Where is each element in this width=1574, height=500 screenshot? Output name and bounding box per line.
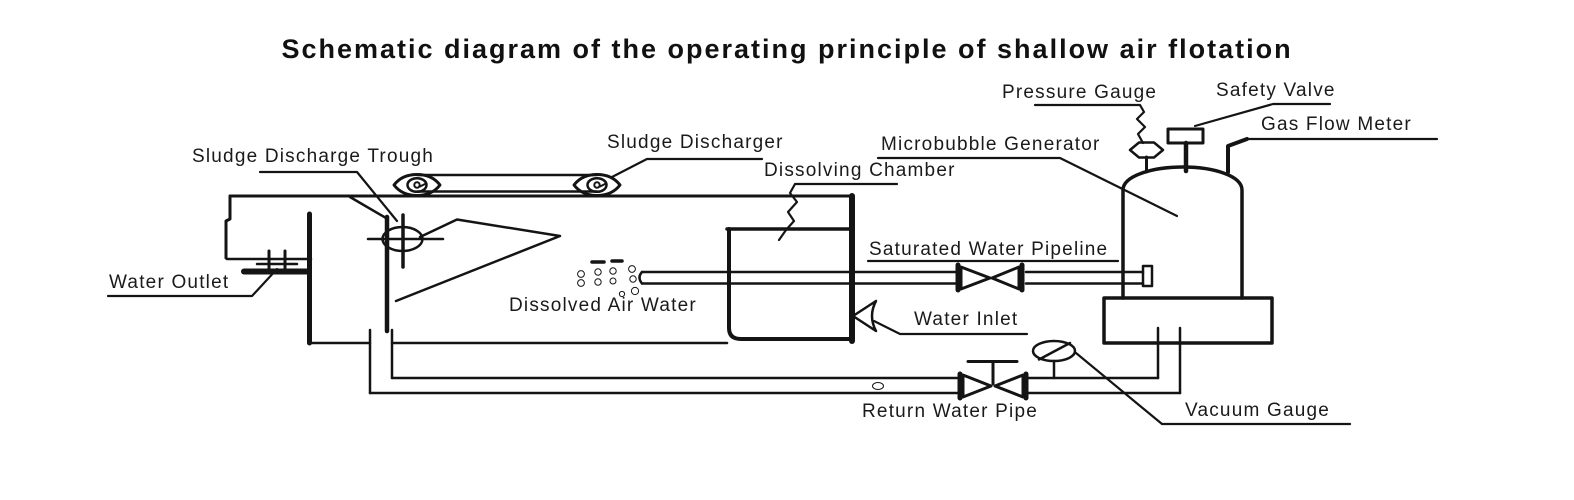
leader-sludge-discharger (610, 157, 764, 179)
label-water-inlet: Water Inlet (914, 309, 1019, 330)
label-water-outlet: Water Outlet (109, 272, 230, 293)
sludge-trough-symbol (348, 195, 445, 334)
leader-water-inlet (872, 319, 1029, 336)
dissolved-air-bubbles (577, 259, 640, 298)
label-microbubble-generator: Microbubble Generator (881, 134, 1101, 155)
safety-valve-icon (1166, 127, 1205, 174)
microbubble-generator-vessel (1102, 165, 1274, 345)
leader-safety-valve (1193, 102, 1332, 128)
leader-water-outlet (106, 267, 279, 298)
gas-flow-meter-pipe (1226, 137, 1249, 174)
water-outlet-weir (241, 249, 310, 275)
label-sludge-discharger: Sludge Discharger (607, 132, 784, 153)
leader-lines (106, 102, 1439, 426)
leader-pressure-gauge (1033, 103, 1147, 145)
label-dissolved-air-water: Dissolved Air Water (509, 295, 697, 316)
saturated-water-valve (955, 262, 1025, 293)
flotation-tank-outline (224, 194, 855, 346)
return-water-pipe-lines (368, 326, 1182, 395)
label-gas-flow-meter: Gas Flow Meter (1261, 114, 1412, 135)
label-saturated-water-pipeline: Saturated Water Pipeline (869, 239, 1109, 260)
label-vacuum-gauge: Vacuum Gauge (1185, 400, 1331, 421)
dissolving-chamber-outline (725, 193, 855, 344)
leader-vacuum-gauge (1074, 351, 1352, 426)
scraper-blade (394, 218, 562, 303)
leader-dissolving-chamber (777, 182, 899, 242)
return-water-valve (957, 360, 1029, 401)
vacuum-gauge-icon (1031, 339, 1077, 380)
label-pressure-gauge: Pressure Gauge (1002, 82, 1158, 103)
dissolved-air-pipe (638, 264, 1154, 288)
label-dissolving-chamber: Dissolving Chamber (764, 160, 956, 181)
sludge-discharger-wheel-right (572, 173, 622, 197)
leader-sludge-discharge-trough (258, 170, 399, 223)
sludge-discharger-wheel-left (392, 173, 442, 197)
label-return-water-pipe: Return Water Pipe (862, 401, 1038, 422)
label-sludge-discharge-trough: Sludge Discharge Trough (192, 146, 435, 167)
label-safety-valve: Safety Valve (1216, 80, 1336, 101)
pressure-gauge-icon (1128, 141, 1165, 174)
leader-microbubble-generator (876, 156, 1179, 218)
sludge-discharger-belt (415, 173, 599, 193)
water-inlet-nozzle (851, 299, 878, 333)
diagram-title: Schematic diagram of the operating princ… (281, 34, 1293, 64)
